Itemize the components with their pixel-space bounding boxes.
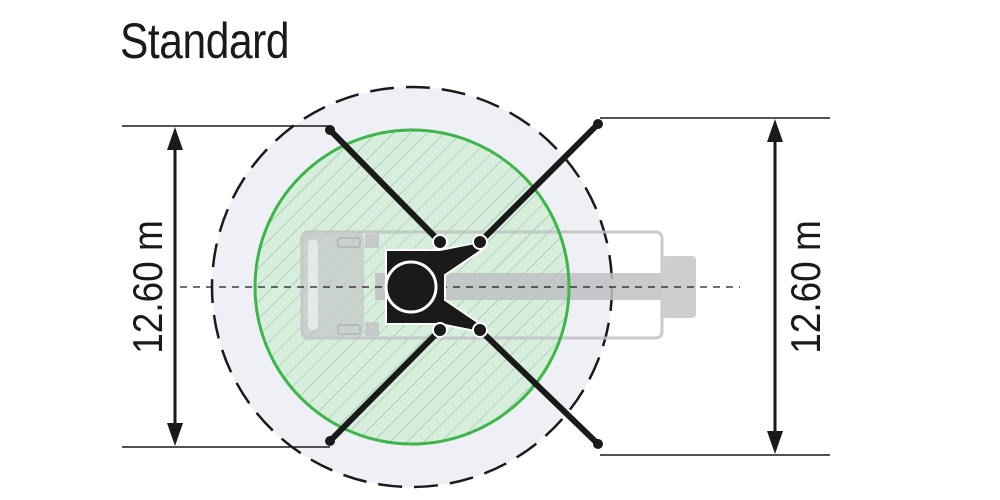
working-area-border: [253, 128, 571, 446]
right-dimension-label: 12.60 m: [782, 220, 829, 354]
left-dimension-label: 12.60 m: [124, 220, 171, 354]
outriggers: [327, 121, 601, 447]
outrigger-pads: [325, 119, 603, 449]
turret-base: [384, 234, 488, 338]
left-dimension: [122, 125, 330, 448]
diagram-title: Standard: [120, 13, 290, 69]
right-dimension: [600, 117, 830, 456]
